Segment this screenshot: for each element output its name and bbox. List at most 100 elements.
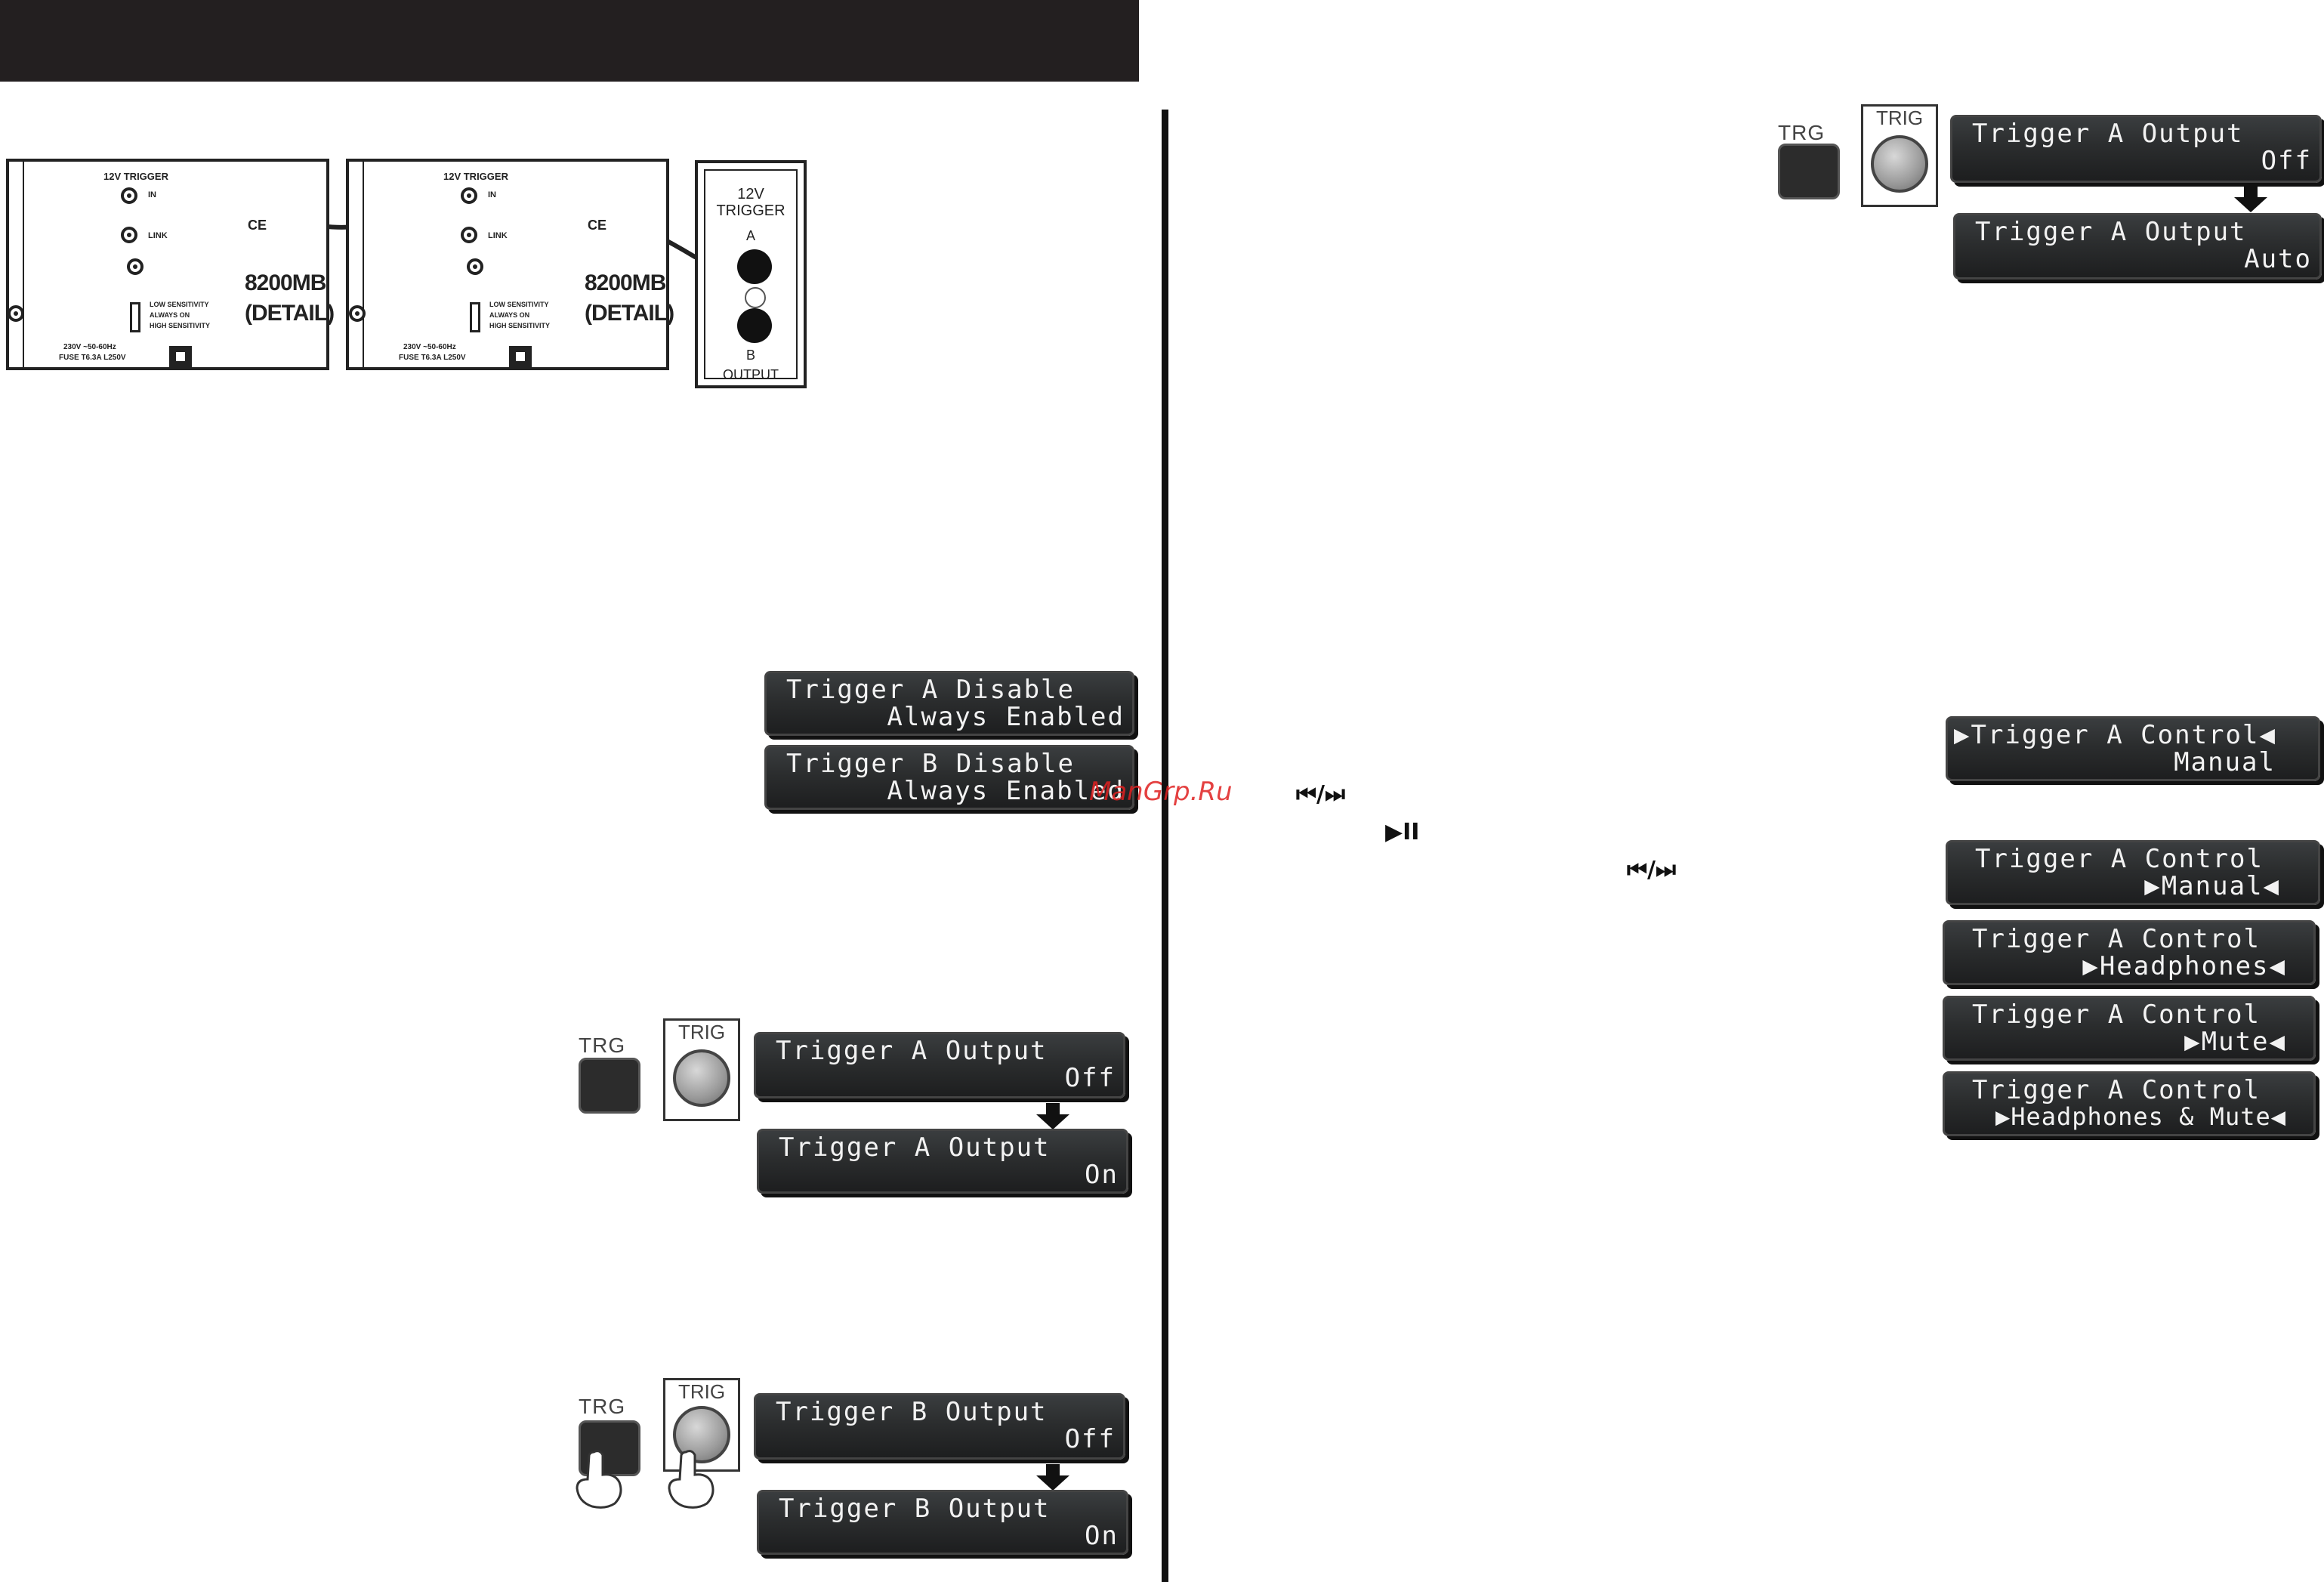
ce-mark: CE — [588, 218, 607, 233]
lcd-line1: Trigger A Control — [1972, 924, 2261, 954]
lcd-line1: Trigger A Output — [776, 1036, 1048, 1066]
in-label: IN — [488, 190, 496, 199]
output-jack-a — [737, 249, 772, 284]
trg-button[interactable] — [579, 1058, 640, 1114]
sensitivity-switch — [130, 302, 140, 332]
trig-knob-box: TRIG — [663, 1378, 740, 1472]
jack-a-label: A — [745, 228, 755, 243]
switch-label-always: ALWAYS ON — [489, 311, 530, 319]
output-title-trigger: TRIGGER — [716, 202, 785, 219]
rear-panel-1: 12V TRIGGER IN LINK CE 8200MB (DETAIL) L… — [6, 159, 335, 370]
link-label: LINK — [488, 231, 508, 240]
trg-label: TRG — [579, 1034, 626, 1057]
link-label: LINK — [148, 231, 168, 240]
play-pause-icon: ▶II — [1385, 819, 1420, 845]
trig-knob[interactable] — [673, 1406, 730, 1463]
trg-label: TRG — [1778, 121, 1826, 144]
trig-knob-box: TRIG — [1861, 104, 1938, 207]
watermark: ManGrp.Ru — [1089, 777, 1233, 807]
switch-label-always: ALWAYS ON — [150, 311, 190, 319]
sensitivity-switch — [470, 302, 480, 332]
switch-label-high: HIGH SENSITIVITY — [150, 322, 211, 329]
trigger-link-jack — [461, 227, 477, 243]
ce-mark: CE — [248, 218, 267, 233]
trig-label: TRIG — [677, 1380, 726, 1403]
lcd-line2: ▶Headphones & Mute◀ — [1995, 1102, 2286, 1131]
lcd-trigger-b-disable: Trigger B Disable Always Enabled — [764, 745, 1134, 810]
lcd-trigger-b-output-off: Trigger B Output Off — [754, 1393, 1125, 1460]
trig-label: TRIG — [677, 1021, 726, 1043]
switch-label-low: LOW SENSITIVITY — [150, 301, 209, 308]
lcd-trigger-a-output-on: Trigger A Output On — [757, 1129, 1128, 1194]
trigger-in-jack — [461, 187, 477, 204]
fuse-label: FUSE T6.3A L250V — [399, 354, 466, 362]
trigger-link-jack — [121, 227, 137, 243]
lcd-line1: Trigger B Output — [779, 1494, 1051, 1524]
lcd-line2: ▶Manual◀ — [2144, 871, 2280, 901]
fuse-label: FUSE T6.3A L250V — [59, 354, 126, 362]
trig-knob[interactable] — [1871, 135, 1928, 193]
skip-icon: ⏮/⏭ — [1296, 781, 1345, 808]
lcd-line1: ▶Trigger A Control◀ — [1954, 720, 2276, 750]
trg-button[interactable] — [1778, 144, 1840, 199]
trig-label: TRIG — [1875, 107, 1924, 129]
lcd-line2: Off — [1064, 1063, 1116, 1093]
output-jack-b — [737, 308, 772, 343]
lcd-line1: Trigger A Control — [1975, 844, 2264, 874]
lcd-trigger-a-output-off: Trigger A Output Off — [754, 1032, 1125, 1098]
lcd-line1: Trigger A Control — [1972, 1075, 2261, 1105]
header-bar — [0, 0, 1139, 82]
trig-knob[interactable] — [673, 1049, 730, 1107]
power-inlet — [169, 346, 192, 367]
lcd-line1: Trigger A Control — [1972, 1000, 2261, 1030]
lcd-trigger-a-disable: Trigger A Disable Always Enabled — [764, 671, 1134, 736]
lcd-control-selected-manual: ▶Trigger A Control◀ Manual — [1946, 716, 2320, 781]
lcd-line1: Trigger A Output — [1972, 119, 2244, 149]
lcd-line1: Trigger A Disable — [786, 675, 1075, 705]
lcd-line1: Trigger B Output — [776, 1397, 1048, 1427]
output-footer: OUTPUT — [723, 367, 779, 382]
lcd-line1: Trigger B Disable — [786, 749, 1075, 779]
lcd-line2: On — [1085, 1160, 1119, 1190]
in-label: IN — [148, 190, 156, 199]
output-title-12v: 12V — [737, 186, 764, 202]
trig-knob-box: TRIG — [663, 1018, 740, 1121]
lcd-line2: Always Enabled — [887, 776, 1125, 806]
voltage-label: 230V ~50-60Hz — [403, 343, 456, 351]
detail-label: (DETAIL) — [585, 301, 674, 326]
lcd-control-headphones: Trigger A Control ▶Headphones◀ — [1943, 920, 2316, 985]
chassis-screw-1 — [8, 305, 24, 322]
pressing-finger-icon — [576, 1450, 622, 1509]
lcd-line2: ▶Headphones◀ — [2082, 951, 2286, 981]
column-divider — [1162, 110, 1168, 1582]
rear-panel-2: 12V TRIGGER IN LINK CE 8200MB (DETAIL) L… — [346, 159, 674, 370]
trg-label: TRG — [579, 1395, 626, 1418]
trigger-in-jack — [121, 187, 137, 204]
ground-jack — [127, 258, 144, 275]
voltage-label: 230V ~50-60Hz — [63, 343, 116, 351]
pressing-finger-icon — [668, 1450, 714, 1509]
chassis-screw-2 — [349, 305, 366, 322]
lcd-control-headphones-mute: Trigger A Control ▶Headphones & Mute◀ — [1943, 1071, 2316, 1136]
lcd-line2: ▶Mute◀ — [2184, 1027, 2286, 1057]
detail-label: (DETAIL) — [245, 301, 335, 326]
lcd-line2: Off — [2261, 146, 2312, 176]
skip-icon: ⏮/⏭ — [1627, 857, 1676, 883]
lcd-right-trigger-a-output-auto: Trigger A Output Auto — [1953, 213, 2322, 280]
jack-b-label: B — [745, 348, 755, 363]
lcd-line1: Trigger A Output — [779, 1132, 1051, 1163]
lcd-line2: Auto — [2244, 244, 2312, 274]
lcd-line1: Trigger A Output — [1975, 217, 2247, 247]
model-label: 8200MB — [245, 270, 326, 295]
lcd-line2: Manual — [2174, 747, 2276, 777]
lcd-line2: On — [1085, 1521, 1119, 1551]
panel-trigger-header: 12V TRIGGER — [103, 171, 168, 182]
ground-jack — [467, 258, 483, 275]
power-inlet — [509, 346, 532, 367]
output-indicator — [745, 287, 766, 308]
lcd-right-trigger-a-output-off: Trigger A Output Off — [1950, 115, 2322, 183]
switch-label-high: HIGH SENSITIVITY — [489, 322, 551, 329]
lcd-control-manual: Trigger A Control ▶Manual◀ — [1946, 840, 2320, 905]
lcd-line2: Always Enabled — [887, 702, 1125, 732]
lcd-line2: Off — [1064, 1424, 1116, 1454]
